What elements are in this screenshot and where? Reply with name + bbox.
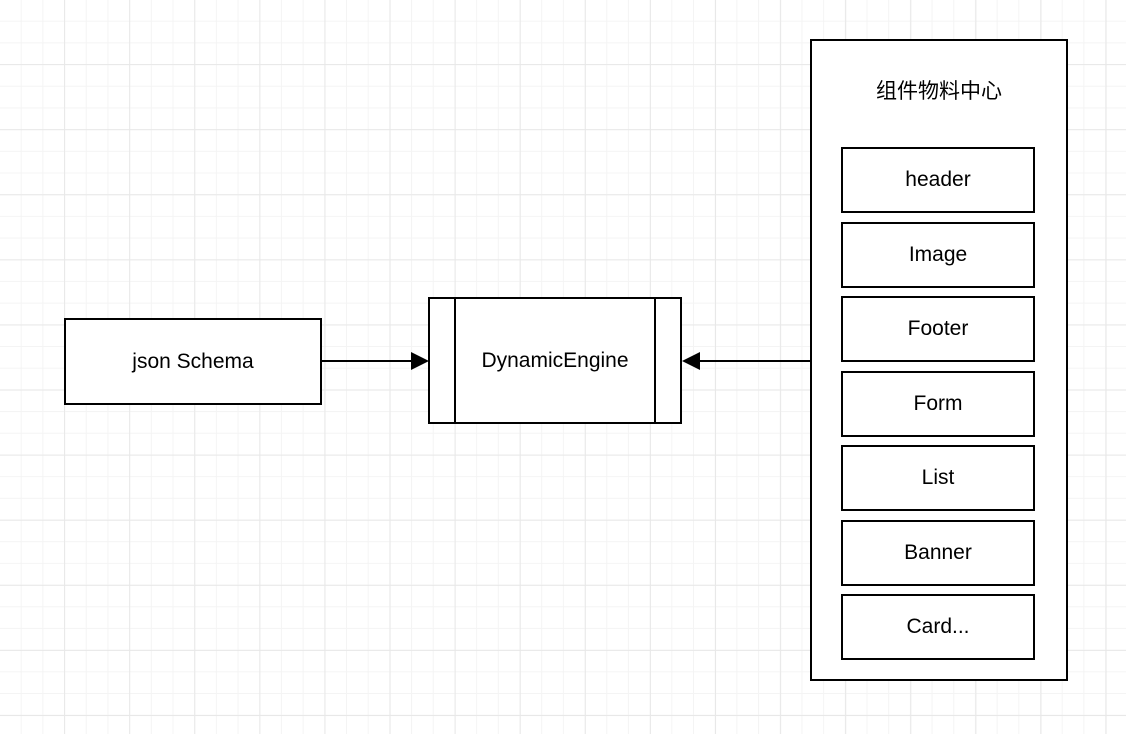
node-dynamic-engine-label: DynamicEngine bbox=[481, 349, 629, 372]
arrow-right-icon bbox=[411, 351, 429, 370]
node-json-schema-label: json Schema bbox=[132, 349, 254, 373]
edge-material-center-to-dynamic-engine[interactable] bbox=[700, 360, 810, 362]
component-item-label: Footer bbox=[907, 317, 969, 340]
component-item-label: Image bbox=[908, 242, 968, 266]
component-item[interactable]: Footer bbox=[841, 296, 1035, 362]
component-item-label: Card... bbox=[906, 615, 970, 638]
process-bar-left-icon bbox=[454, 299, 456, 422]
component-item[interactable]: header bbox=[841, 147, 1035, 213]
arrow-left-icon bbox=[682, 351, 700, 370]
component-item[interactable]: Image bbox=[841, 221, 1035, 288]
component-item[interactable]: Form bbox=[841, 370, 1035, 437]
process-bar-right-icon bbox=[654, 299, 656, 422]
component-item-label: Form bbox=[913, 391, 963, 415]
component-item[interactable]: Banner bbox=[841, 519, 1035, 586]
component-item-label: header bbox=[905, 168, 971, 191]
node-dynamic-engine[interactable]: DynamicEngine bbox=[428, 297, 682, 424]
node-json-schema[interactable]: json Schema bbox=[64, 318, 322, 405]
material-center-title: 组件物料中心 bbox=[876, 79, 1002, 103]
edge-json-schema-to-dynamic-engine[interactable] bbox=[322, 360, 414, 362]
component-item-label: List bbox=[921, 466, 955, 489]
component-item[interactable]: List bbox=[841, 445, 1035, 511]
component-item[interactable]: Card... bbox=[841, 594, 1035, 660]
component-item-label: Banner bbox=[904, 540, 972, 564]
